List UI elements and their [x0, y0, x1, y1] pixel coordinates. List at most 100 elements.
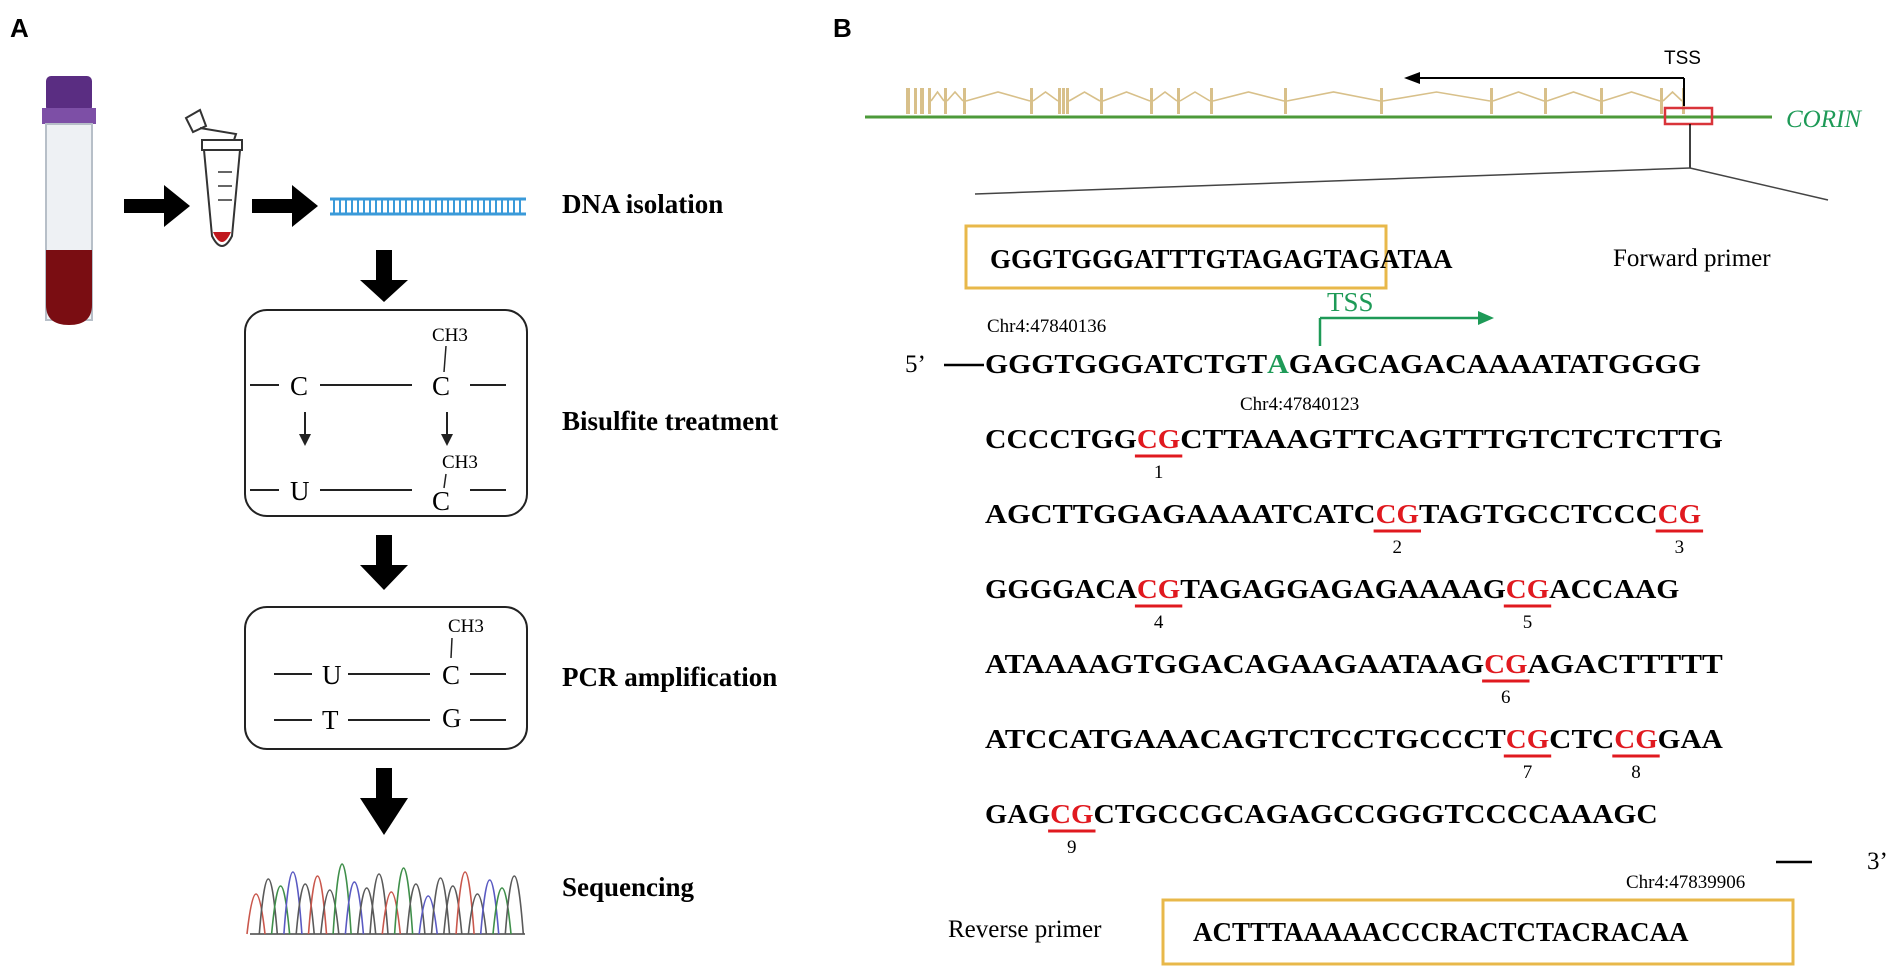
cpg-site-number: 3	[1675, 537, 1685, 558]
methyl-label-top: CH3	[432, 325, 468, 346]
exon	[920, 88, 924, 114]
blood-tube-icon	[42, 76, 96, 325]
base-c-pcr: C	[442, 660, 460, 690]
chromatogram-peak	[443, 885, 463, 935]
cpg-site-number: 5	[1523, 612, 1533, 633]
chromatogram-peak	[430, 877, 451, 935]
base-c-methylated: C	[432, 371, 450, 401]
reverse-primer-box	[1161, 898, 1795, 966]
exon	[944, 88, 947, 114]
cpg-site: CG	[1614, 724, 1657, 754]
sequence-segment: ACCAAG	[1549, 574, 1679, 604]
reverse-primer-label: Reverse primer	[948, 916, 1102, 943]
cpg-site: CG	[1658, 499, 1701, 529]
step-sequencing: Sequencing	[562, 872, 695, 902]
arrow-down-icon	[360, 535, 408, 590]
chromatogram-peak	[344, 881, 365, 935]
coord-start: Chr4:47840136	[987, 316, 1106, 337]
arrow-down-icon	[360, 768, 408, 835]
sequence-segment: AGACTTTTT	[1528, 649, 1723, 679]
transcription-direction-arrow	[1404, 72, 1420, 84]
exon	[1284, 88, 1287, 114]
chromatogram-peak	[492, 887, 512, 935]
sequence-segment: GGGTGGGATCTGT	[985, 349, 1267, 379]
chromatogram-peak	[283, 871, 303, 935]
forward-primer-sequence: GGGTGGGATTTGTAGAGTAGATAA	[990, 244, 1453, 274]
three-prime-label: 3’	[1867, 848, 1888, 875]
cpg-site: CG	[1050, 799, 1093, 829]
tss-label: TSS	[1327, 287, 1374, 317]
chromatogram-peak	[467, 893, 488, 935]
exon	[1066, 88, 1069, 114]
chromatogram-peak	[246, 893, 266, 935]
chromatogram-peak	[320, 889, 340, 935]
exon	[1210, 88, 1213, 114]
tss-arrow-icon	[1478, 311, 1494, 325]
exon	[928, 88, 931, 114]
chromatogram-peak	[393, 867, 414, 935]
exon	[1030, 88, 1033, 114]
forward-primer-label: Forward primer	[1613, 245, 1771, 272]
step-pcr-amplification: PCR amplification	[562, 662, 777, 692]
cpg-site-number: 2	[1393, 537, 1403, 558]
forward-primer-box	[964, 224, 1388, 290]
chromatogram-peak	[270, 885, 291, 935]
coord-end: Chr4:47839906	[1626, 872, 1745, 893]
exon	[1150, 88, 1153, 114]
cpg-site: CG	[1506, 724, 1549, 754]
chromatogram-peak	[295, 883, 315, 935]
exon	[963, 88, 966, 114]
chromatogram-peak	[479, 879, 500, 935]
cpg-site-number: 1	[1154, 462, 1164, 483]
exon	[1058, 88, 1061, 114]
cpg-site: CG	[1484, 649, 1527, 679]
pcr-diagram: CH3 U C T G	[244, 606, 528, 750]
cpg-site: CG	[1506, 574, 1549, 604]
sequence-segment: TAGAGGAGAGAAAAG	[1180, 574, 1506, 604]
sequence-segment: CTGCCGCAGAGCCGGGTCCCCAAAGC	[1094, 799, 1658, 829]
exon	[1177, 88, 1180, 114]
chromatogram-peak	[406, 883, 426, 935]
base-u-converted: U	[290, 476, 310, 506]
cpg-site-number: 9	[1067, 837, 1077, 858]
methyl-label-bottom: CH3	[442, 452, 478, 473]
dna-strand-icon	[330, 197, 526, 216]
sequence-segment: GGGGACA	[985, 574, 1137, 604]
panel-a-letter: A	[10, 13, 29, 43]
gene-name-corin: CORIN	[1786, 106, 1862, 133]
exon	[1100, 88, 1103, 114]
chromatogram-peak	[504, 875, 525, 935]
chromatogram-icon	[246, 863, 525, 935]
microtube-icon	[184, 108, 243, 247]
gene-schematic: TSS CORIN	[865, 48, 1862, 201]
sequence-segment: GAG	[985, 799, 1050, 829]
base-t-pcr: T	[322, 705, 339, 735]
arrow-right-icon	[124, 185, 190, 227]
cpg-site-number: 7	[1523, 762, 1533, 783]
bisulfite-diagram: C C CH3 U C CH3	[244, 309, 528, 517]
base-c-protected: C	[432, 486, 450, 516]
cpg-site-number: 4	[1154, 612, 1164, 633]
chromatogram-peak	[455, 871, 475, 935]
cpg-site: CG	[1376, 499, 1419, 529]
arrow-down-icon	[360, 250, 408, 302]
cpg-site: CG	[1137, 574, 1180, 604]
exon	[1490, 88, 1493, 114]
chromatogram-peak	[418, 895, 438, 935]
promoter-highlight-box	[1663, 106, 1714, 126]
exon	[1660, 88, 1663, 114]
chromatogram-peak	[356, 887, 377, 935]
exon	[1380, 88, 1383, 114]
base-u-pcr: U	[322, 660, 342, 690]
sequence-segment: ATCCATGAAACAGTCTCCTGCCCT	[985, 724, 1506, 754]
cpg-site-number: 6	[1501, 687, 1511, 708]
five-prime-label: 5’	[905, 351, 926, 378]
sequence-segment: CTC	[1549, 724, 1614, 754]
chromatogram-peak	[381, 891, 402, 935]
step-bisulfite-treatment: Bisulfite treatment	[562, 406, 778, 436]
sequence-segment: AGCTTGGAGAAAATCATC	[985, 499, 1376, 529]
tss-base: A	[1267, 349, 1289, 379]
reverse-primer-sequence: ACTTTAAAAACCCRACTCTACRACAA	[1193, 917, 1689, 947]
